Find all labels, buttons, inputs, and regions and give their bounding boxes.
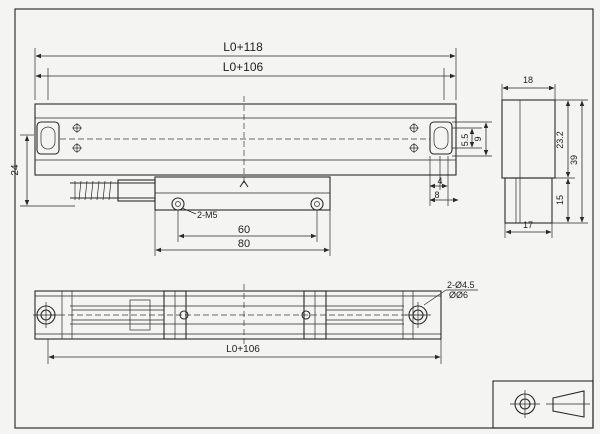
right-mounting-slot [429,121,453,155]
side-height-upper-label: 23.2 [555,131,565,149]
side-profile-upper [501,99,556,179]
hole-spacing-label: 60 [238,224,250,236]
overall-length-label: L0+118 [223,40,263,54]
slot-offset-label: 4 [437,176,442,186]
cable-spring [70,179,156,202]
projection-symbol [492,380,594,429]
head-hole-right [310,197,324,211]
side-view: 18 23.2 15 39 17 [501,75,588,238]
screw-marks [72,123,419,153]
slot-width-label: 5.5 [460,134,470,147]
body-length-label: L0+106 [223,60,264,74]
side-profile-lower [504,177,553,224]
bottom-length-label: L0+106 [226,344,260,355]
hole-callout-1: 2-Ø4.5 [447,280,475,290]
left-mounting-slot [36,121,60,155]
bottom-hole-right [405,302,431,328]
hole-callout-2: ØØ6 [449,290,468,300]
height-label: 24 [10,164,21,176]
side-height-lower-label: 15 [555,195,565,205]
reading-head [154,176,331,211]
thread-label: 2-M5 [197,210,218,220]
bottom-hole-left [33,302,59,328]
side-height-total-label: 39 [569,155,579,165]
scale-body [34,103,457,176]
drawing-frame [14,8,594,429]
slot-height-label: 9 [473,136,483,141]
top-view: L0+118 L0+106 24 5. [10,40,492,256]
bottom-view: 2-Ø4.5 ØØ6 L0+106 [33,280,478,364]
side-width-top-label: 18 [523,75,533,85]
side-width-bottom-label: 17 [523,220,533,230]
head-length-label: 80 [238,238,250,250]
slot-end-label: 8 [434,190,439,200]
